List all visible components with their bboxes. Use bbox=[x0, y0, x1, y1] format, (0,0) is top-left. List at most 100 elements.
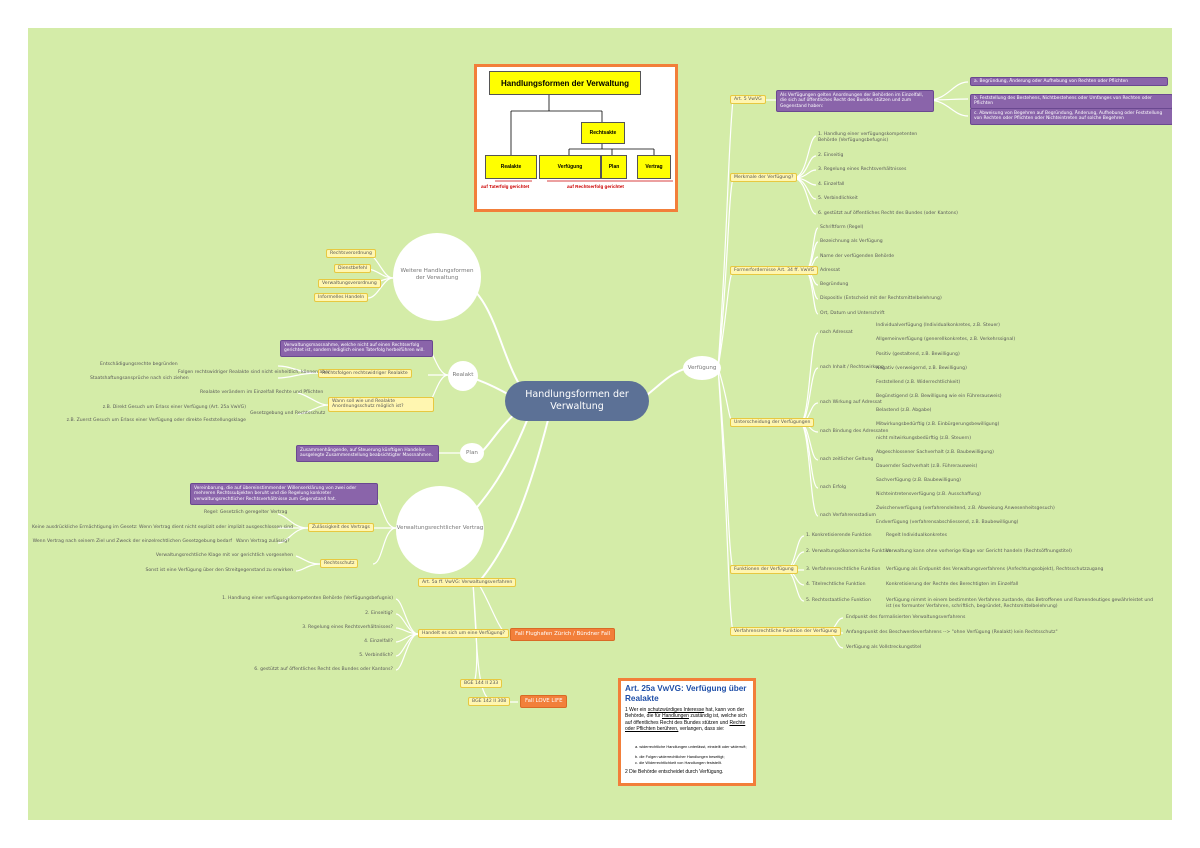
art25a-item-b: b. die Folgen widerrechtlicher Handlunge… bbox=[635, 754, 725, 759]
vwvg-title[interactable]: Verfahrensrechtliche Funktion der Verfüg… bbox=[730, 627, 841, 637]
unter-group-label: nach Verfahrensstadium bbox=[820, 513, 876, 518]
image-vertrag: Vertrag bbox=[637, 155, 671, 179]
form-item-5: Begründung bbox=[820, 282, 849, 287]
faelle-check-2: 2. Einseitig? bbox=[365, 611, 393, 616]
circle-plan bbox=[460, 443, 484, 463]
realakt-anordnung[interactable]: Wann soll wie und Realakte Anordnungssch… bbox=[328, 397, 434, 412]
art25a-p1-a: 1 Wer ein bbox=[625, 707, 647, 713]
realakt-title: Realakt bbox=[452, 372, 474, 378]
funktion-label: 5. Rechtsstaatliche Funktion bbox=[806, 598, 871, 603]
vertrag-b1-item-1: Keine ausdrückliche Ermächtigung im Gese… bbox=[32, 525, 294, 530]
form-item-3: Name der verfügenden Behörde bbox=[820, 254, 895, 259]
central-topic[interactable]: Handlungsformen der Verwaltung bbox=[505, 381, 649, 421]
funktion-note: Konkretisierung der Rechte des Berechtig… bbox=[886, 582, 1019, 587]
realakt-b1-item-1: Entschädigungsrechte begründen bbox=[100, 362, 178, 367]
realakt-b1-label: Folgen rechtswidriger Realakte sind nich… bbox=[178, 370, 330, 375]
weitere-item-1[interactable]: Rechtsverordnung bbox=[326, 249, 376, 259]
unter-group-item: Positiv (gestaltend, z.B. Bewilligung) bbox=[876, 352, 960, 357]
form-item-6: Dispositiv (Entscheid mit der Rechtsmitt… bbox=[820, 296, 942, 301]
realakt-b2-item-2: Gesetzgebung und Rechtsschutz bbox=[250, 411, 326, 416]
faelle-check-4: 4. Einzelfall? bbox=[364, 639, 393, 644]
realakt-b2-sub-1: z.B. Direkt Gesuch um Erlass einer Verfü… bbox=[102, 405, 246, 410]
vertrag-b1-item-2: Wenn Vertrag nach seinem Ziel und Zweck … bbox=[32, 539, 232, 544]
vertrag-zulaessigkeit[interactable]: Zulässigkeit des Vertrags bbox=[308, 523, 374, 533]
faelle-case-1[interactable]: Fall Flughafen Zürich / Bündner Fall bbox=[510, 628, 616, 641]
faelle-case-2[interactable]: Fall LOVE LIFE bbox=[520, 695, 568, 708]
funktion-label: 3. Verfahrensrechtliche Funktion bbox=[806, 567, 881, 572]
verfuegung-title: Verfügung bbox=[687, 365, 717, 371]
merkmale-item-3: 3. Regelung eines Rechtsverhältnisses bbox=[818, 167, 907, 172]
art25a-p1-b: hat, kann von der Behörde, die für bbox=[625, 707, 745, 720]
unter-group-item: Dauernder Sachverhalt (z.B. Führerauswei… bbox=[876, 464, 978, 469]
art5-item-b[interactable]: b. Feststellung des Bestehens, Nichtbest… bbox=[970, 94, 1172, 109]
art5-title[interactable]: Art. 5 VwVG bbox=[730, 95, 766, 105]
realakt-definition[interactable]: Verwaltungsmassnahme, welche nicht auf e… bbox=[280, 340, 433, 357]
art25a-title: Art. 25a VwVG: Verfügung über Realakte bbox=[625, 684, 747, 703]
faelle-check-5: 5. Verbindlich? bbox=[359, 653, 393, 658]
art5-item-c[interactable]: c. Abweisung von Begehren auf Begründung… bbox=[970, 108, 1172, 125]
art25a-p2: 2 Die Behörde entscheidet durch Verfügun… bbox=[625, 769, 724, 775]
plan-title: Plan bbox=[466, 450, 478, 456]
merkmale-title[interactable]: Merkmale der Verfügung? bbox=[730, 173, 798, 183]
vertrag-title: Verwaltungsrechtlicher Vertrag bbox=[396, 525, 484, 531]
unter-group-item: nicht mitwirkungsbedürftig (z.B. Steuern… bbox=[876, 436, 971, 441]
art25a-p1-u1: schutzwürdiges Interesse bbox=[647, 707, 705, 713]
unter-group-item: Abgeschlossener Sachverhalt (z.B. Baubew… bbox=[876, 450, 994, 455]
form-item-4: Adressat bbox=[820, 268, 840, 273]
form-title[interactable]: Formerfordernisse Art. 34 ff. VwVG bbox=[730, 266, 819, 276]
vertrag-rechtsschutz[interactable]: Rechtsschutz bbox=[320, 559, 359, 569]
image-recht: auf Rechtserfolg gerichtet bbox=[567, 184, 624, 189]
art5-item-a[interactable]: a. Begründung, Änderung oder Aufhebung v… bbox=[970, 77, 1168, 87]
funktion-label: 4. Titelrechtliche Funktion bbox=[806, 582, 866, 587]
funktion-label: 2. Verwaltungsökonomische Funktion bbox=[806, 549, 892, 554]
funktion-label: 1. Konkretisierende Funktion bbox=[806, 533, 872, 538]
funktion-note: Verfügung als Endpunkt des Verwaltungsve… bbox=[886, 567, 1104, 572]
unter-group-label: nach zeitlicher Geltung bbox=[820, 457, 874, 462]
realakt-rechtsfolgen[interactable]: Rechtsfolgen rechtswidriger Realakte bbox=[318, 369, 412, 379]
weitere-title: Weitere Handlungsformen der Verwaltung bbox=[400, 268, 474, 281]
faelle-check-3: 3. Regelung eines Rechtsverhältnisses? bbox=[302, 625, 393, 630]
faelle-check-label[interactable]: Handelt es sich um eine Verfügung? bbox=[418, 629, 509, 639]
faelle-check-6: 6. gestützt auf öffentliches Recht des B… bbox=[254, 667, 393, 672]
circle-verfuegung bbox=[683, 356, 721, 380]
weitere-item-4[interactable]: Informelles Handeln bbox=[314, 293, 369, 303]
unter-group-item: Feststellend (z.B. Widerrechtlichkeit) bbox=[876, 380, 961, 385]
faelle-bge3[interactable]: BGE 142 II 308 bbox=[468, 697, 511, 707]
diagram-image: Handlungsformen der Verwaltung Rechtsakt… bbox=[474, 64, 678, 212]
realakt-b1-item-2: Staatshaftungsansprüche nach sich ziehen bbox=[90, 376, 189, 381]
funktion-title[interactable]: Funktionen der Verfügung bbox=[730, 565, 798, 575]
unter-group-item: Negativ (verweigernd, z.B. Bewilligung) bbox=[876, 366, 967, 371]
unter-group-item: Endverfügung (verfahrensabschliessend, z… bbox=[876, 520, 1019, 525]
plan-definition[interactable]: Zusammenhängende, auf Steuerung künftige… bbox=[296, 445, 439, 462]
image-realakte: Realakte bbox=[485, 155, 537, 179]
form-item-1: Schriftform (Regel) bbox=[820, 225, 864, 230]
unter-title[interactable]: Unterscheidung der Verfügungen bbox=[730, 418, 815, 428]
unter-group-item: Allgemeinverfügung (generellkonkretes, z… bbox=[876, 337, 1016, 342]
art25a-item-c: c. die Widerrechtlichkeit von Handlungen… bbox=[635, 760, 722, 765]
unter-group-label: nach Adressat bbox=[820, 330, 853, 335]
vertrag-definition[interactable]: Vereinbarung, die auf übereinstimmender … bbox=[190, 483, 378, 506]
faelle-bge1[interactable]: Art. 5a ff. VwVG: Verwaltungsverfahren bbox=[418, 578, 517, 588]
image-rechtsakte: Rechtsakte bbox=[581, 122, 625, 144]
funktion-note: Regelt Individualkonkretes bbox=[886, 533, 947, 538]
art25a-p1-u2: Handlungen bbox=[661, 713, 689, 720]
circle-weitere bbox=[393, 233, 481, 321]
mindmap-canvas: Weitere Handlungsformen der Verwaltung R… bbox=[28, 28, 1172, 820]
art25a-p1: 1 Wer ein schutzwürdiges Interesse hat, … bbox=[625, 707, 749, 732]
merkmale-item-6: 6. gestützt auf öffentliches Recht des B… bbox=[818, 211, 958, 216]
unter-group-item: Sachverfügung (z.B. Baubewilligung) bbox=[876, 478, 961, 483]
art5-definition[interactable]: Als Verfügungen gelten Anordnungen der B… bbox=[776, 90, 934, 113]
vertrag-b2-item-2: Sonst ist eine Verfügung über den Streit… bbox=[145, 568, 293, 573]
unter-group-item: Belastend (z.B. Abgabe) bbox=[876, 408, 932, 413]
vwvg-item-2: Anfangspunkt des Beschwerdeverfahrens --… bbox=[846, 630, 1058, 635]
art25a-item-a: a. widerrechtliche Handlungen unterlässt… bbox=[635, 744, 747, 749]
image-plan: Plan bbox=[601, 155, 627, 179]
weitere-item-2[interactable]: Dienstbefehl bbox=[334, 264, 372, 274]
merkmale-item-1: 1. Handlung einer verfügungskompetenten … bbox=[818, 132, 918, 143]
faelle-bge2[interactable]: BGE 144 II 233 bbox=[460, 679, 503, 689]
weitere-item-3[interactable]: Verwaltungsverordnung bbox=[318, 279, 381, 289]
image-diagram-lines bbox=[495, 95, 673, 182]
realakt-b2-item-1: Realakte verändern im Einzelfall Rechte … bbox=[200, 390, 324, 395]
merkmale-item-5: 5. Verbindlichkeit bbox=[818, 196, 858, 201]
image-title: Handlungsformen der Verwaltung bbox=[489, 71, 641, 95]
